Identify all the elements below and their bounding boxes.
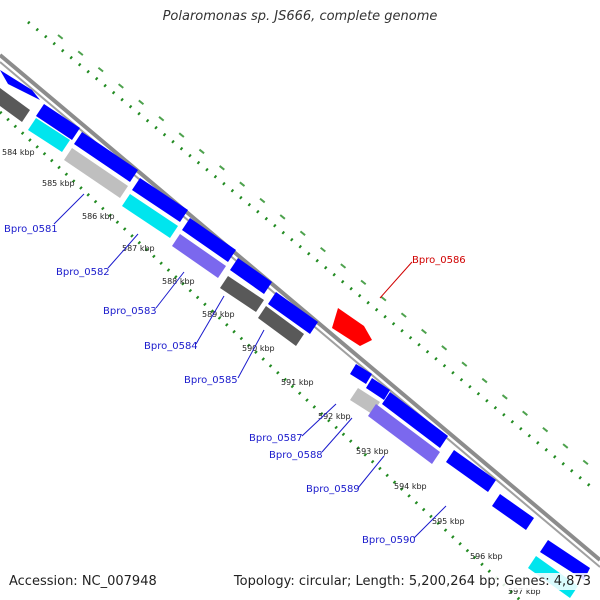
leader-line — [107, 233, 139, 269]
gene-label-bpro-0584[interactable]: Bpro_0584 — [144, 341, 198, 352]
gene-label-bpro-0581[interactable]: Bpro_0581 — [4, 224, 58, 235]
map-title: Polaromonas sp. JS666, complete genome — [162, 9, 438, 24]
tick-label: 596 kbp — [470, 552, 503, 561]
gene-block[interactable] — [64, 148, 128, 198]
leader-line — [321, 417, 353, 453]
tick-label: 585 kbp — [42, 179, 75, 188]
backbone-outer — [0, 53, 600, 562]
gene-label-bpro-0588[interactable]: Bpro_0588 — [269, 450, 323, 461]
gene-block[interactable] — [0, 88, 30, 122]
label-leaders — [53, 193, 447, 539]
gene-label-bpro-0590[interactable]: Bpro_0590 — [362, 535, 416, 546]
gene-block[interactable] — [28, 118, 70, 152]
gene-track[interactable] — [0, 70, 590, 598]
gene-block[interactable] — [122, 194, 178, 238]
leader-line — [357, 455, 385, 489]
accession-text: Accession: NC_007948 — [6, 573, 160, 590]
gene-block[interactable] — [258, 306, 304, 346]
gene-label-bpro-0585[interactable]: Bpro_0585 — [184, 375, 238, 386]
leader-line-highlight — [379, 261, 413, 299]
gc-track-inner — [0, 110, 522, 600]
tick-label: 591 kbp — [281, 378, 314, 387]
tick-label: 588 kbp — [162, 277, 195, 286]
gene-block[interactable] — [220, 276, 264, 312]
gene-block-highlight[interactable] — [332, 308, 372, 346]
gene-block[interactable] — [368, 404, 440, 464]
gene-label-bpro-0589[interactable]: Bpro_0589 — [306, 484, 360, 495]
gene-label-bpro-0587[interactable]: Bpro_0587 — [249, 433, 303, 444]
gene-block[interactable] — [540, 540, 590, 580]
gene-block[interactable] — [172, 234, 226, 278]
gene-label-bpro-0586[interactable]: Bpro_0586 — [412, 255, 466, 266]
gene-label-bpro-0583[interactable]: Bpro_0583 — [103, 306, 157, 317]
tick-label: 586 kbp — [82, 212, 115, 221]
gene-block[interactable] — [182, 218, 236, 262]
leader-line — [413, 505, 447, 539]
gene-block[interactable] — [492, 494, 534, 530]
tick-label: 587 kbp — [122, 244, 155, 253]
tick-label: 593 kbp — [356, 447, 389, 456]
gene-block[interactable] — [268, 292, 318, 334]
tick-label: 589 kbp — [202, 310, 235, 319]
gene-block[interactable] — [0, 70, 40, 100]
gc-track-outer — [27, 20, 596, 492]
tick-label: 597 kbp — [508, 587, 541, 596]
gene-block[interactable] — [446, 450, 496, 492]
gene-block[interactable] — [132, 178, 188, 222]
leader-line — [301, 403, 337, 437]
tick-label: 590 kbp — [242, 344, 275, 353]
leader-line — [155, 271, 185, 309]
topology-text: Topology: circular; Length: 5,200,264 bp… — [230, 573, 594, 590]
gene-block[interactable] — [36, 104, 80, 140]
tick-label: 584 kbp — [2, 148, 35, 157]
gc-track-outer-dashes — [57, 34, 596, 471]
tick-label: 595 kbp — [432, 517, 465, 526]
gene-block[interactable] — [350, 388, 380, 414]
leader-line — [53, 193, 85, 225]
gene-block[interactable] — [350, 364, 372, 384]
gene-labels[interactable]: Bpro_0581 Bpro_0582 Bpro_0583 Bpro_0584 … — [4, 224, 466, 546]
gene-block[interactable] — [74, 132, 138, 182]
gene-label-bpro-0582[interactable]: Bpro_0582 — [56, 267, 110, 278]
tick-label: 592 kbp — [318, 412, 351, 421]
kbp-ticks: 584 kbp 585 kbp 586 kbp 587 kbp 588 kbp … — [2, 148, 541, 596]
tick-label: 594 kbp — [394, 482, 427, 491]
leader-line — [195, 295, 225, 345]
leader-line — [237, 329, 265, 379]
gene-block[interactable] — [366, 378, 390, 400]
gene-block[interactable] — [382, 392, 448, 448]
gene-block[interactable] — [230, 258, 272, 294]
